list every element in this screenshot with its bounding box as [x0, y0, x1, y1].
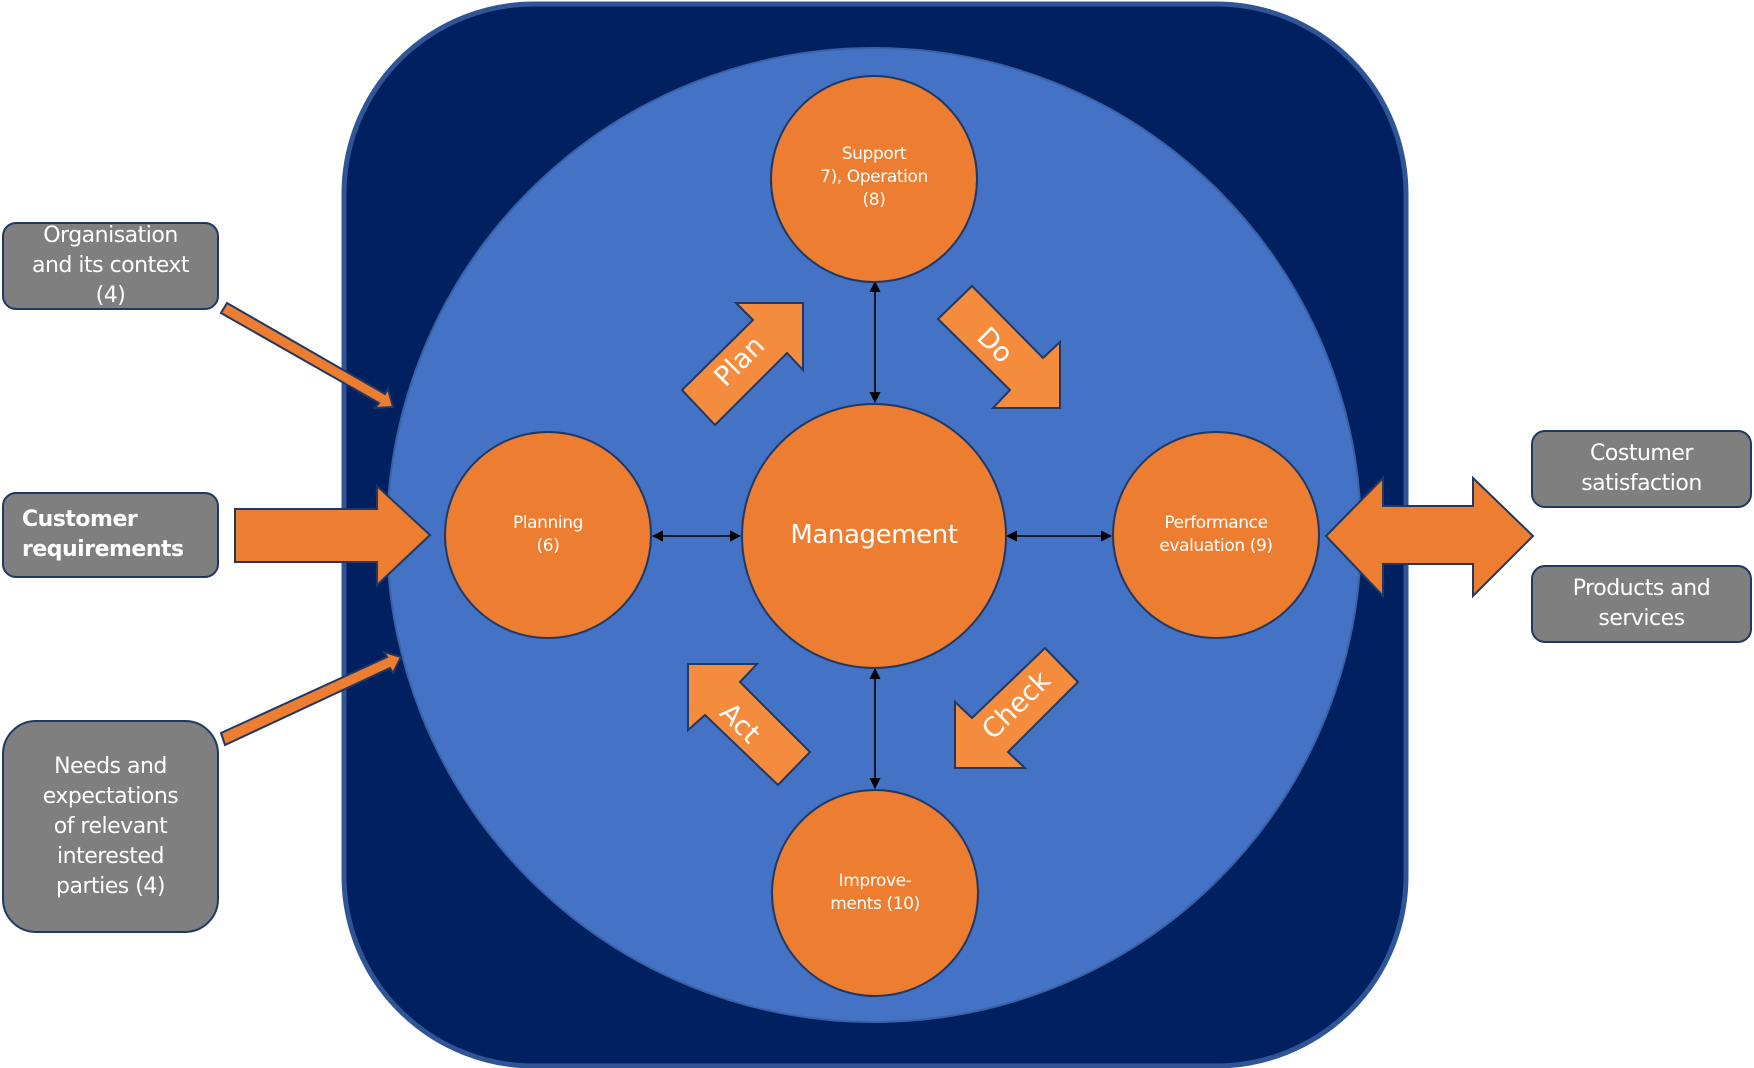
- do-arrow: [936, 284, 1061, 409]
- act-arrow: [687, 663, 812, 787]
- output-box-products-services[interactable]: Products and services: [1531, 565, 1752, 643]
- plan-arrow: [680, 302, 804, 427]
- input-box-organisation-context-label: Organisation and its context (4): [32, 223, 190, 308]
- node-planning-label: Planning (6): [512, 513, 584, 556]
- node-improvements[interactable]: [771, 789, 979, 997]
- input-box-interested-parties[interactable]: Needs and expectations of relevant inter…: [2, 720, 219, 933]
- context-input-arrow: [219, 301, 395, 410]
- interested-parties-input-arrow: [219, 650, 403, 747]
- node-improvements-label: Improve- ments (10): [830, 871, 920, 914]
- node-support-operation[interactable]: [770, 75, 978, 283]
- node-performance-evaluation-label: Performance evaluation (9): [1159, 513, 1273, 556]
- node-performance-evaluation[interactable]: [1112, 431, 1320, 639]
- input-box-organisation-context[interactable]: Organisation and its context (4): [2, 222, 219, 310]
- input-box-interested-parties-label: Needs and expectations of relevant inter…: [42, 753, 179, 899]
- customer-requirements-arrow: [234, 483, 432, 588]
- node-management[interactable]: [741, 403, 1007, 669]
- node-support-operation-label: Support 7), Operation (8): [820, 144, 928, 210]
- output-box-customer-satisfaction-label: Costumer satisfaction: [1581, 441, 1702, 496]
- check-arrow: [954, 646, 1080, 769]
- input-box-customer-requirements-label: Customer requirements: [22, 507, 184, 562]
- output-box-customer-satisfaction[interactable]: Costumer satisfaction: [1531, 430, 1752, 508]
- node-planning[interactable]: [444, 431, 652, 639]
- node-management-label: Management: [790, 520, 958, 550]
- output-box-products-services-label: Products and services: [1572, 576, 1711, 631]
- input-box-customer-requirements[interactable]: Customer requirements: [2, 492, 219, 578]
- output-double-arrow: [1324, 475, 1535, 599]
